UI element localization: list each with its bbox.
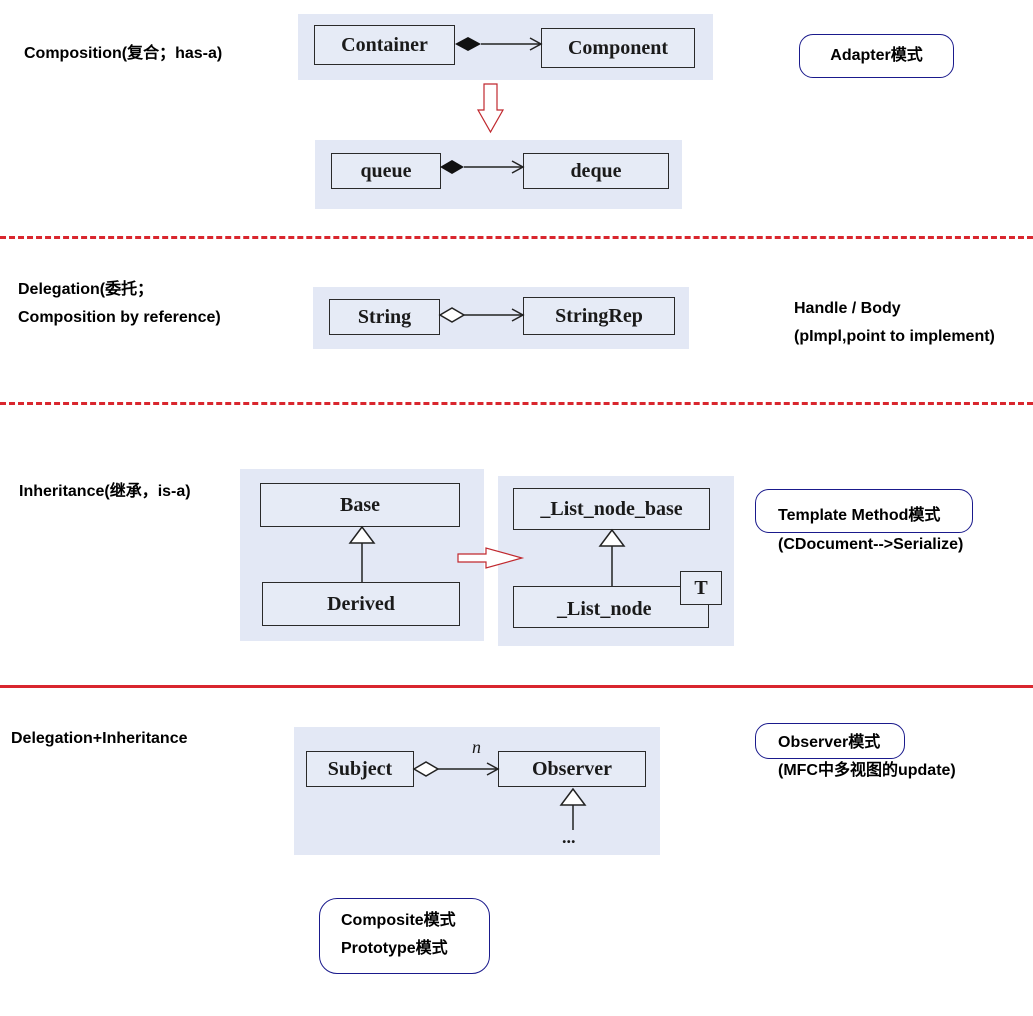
cdocument-serialize-note: (CDocument-->Serialize) [778, 536, 964, 553]
composition-label: Composition(复合；has-a) [24, 45, 223, 62]
container-class-box: Container [314, 25, 455, 65]
observer-pattern-text: Observer模式 [778, 734, 881, 751]
component-class-box: Component [541, 28, 695, 68]
base-class-box: Base [260, 483, 460, 527]
section-divider-1 [0, 236, 1033, 239]
template-method-pattern-pill: Template Method模式 [755, 489, 973, 533]
composite-prototype-pill: Composite模式 Prototype模式 [319, 898, 490, 974]
queue-diagram-panel: queue deque [315, 140, 682, 209]
queue-class-box: queue [331, 153, 441, 189]
adapter-pattern-text: Adapter模式 [830, 47, 923, 64]
multiplicity-label: n [472, 737, 481, 757]
list-node-diagram-panel: _List_node_base _List_node T [498, 476, 734, 646]
observer-diagram-panel: Subject Observer n ... [294, 727, 660, 855]
adapter-pattern-pill: Adapter模式 [799, 34, 954, 78]
template-param-box: T [680, 571, 722, 605]
list-node-class-box: _List_node [513, 586, 709, 628]
mfc-update-note: (MFC中多视图的update) [778, 762, 956, 779]
ellipsis-label: ... [562, 827, 576, 847]
subject-class-box: Subject [306, 751, 414, 787]
delegation-label-line2: Composition by reference) [18, 309, 221, 326]
stringrep-class-box: StringRep [523, 297, 675, 335]
delegation-diagram-panel: String StringRep [313, 287, 689, 349]
list-node-base-class-box: _List_node_base [513, 488, 710, 530]
prototype-pattern-text: Prototype模式 [341, 940, 448, 957]
delegation-inheritance-label: Delegation+Inheritance [11, 730, 188, 747]
composite-pattern-text: Composite模式 [341, 912, 456, 929]
derived-class-box: Derived [262, 582, 460, 626]
observer-class-box: Observer [498, 751, 646, 787]
template-method-pattern-text: Template Method模式 [778, 507, 941, 524]
deque-class-box: deque [523, 153, 669, 189]
base-derived-diagram-panel: Base Derived [240, 469, 484, 641]
down-arrow-icon [476, 83, 505, 134]
handle-body-note: Handle / Body [794, 300, 901, 317]
composition-diagram-panel: Container Component [298, 14, 713, 80]
delegation-label-line1: Delegation(委托； [18, 281, 154, 298]
observer-pattern-pill: Observer模式 [755, 723, 905, 759]
section-divider-2 [0, 402, 1033, 405]
pimpl-note: (pImpl,point to implement) [794, 328, 995, 345]
inheritance-label: Inheritance(继承，is-a) [19, 483, 191, 500]
string-class-box: String [329, 299, 440, 335]
section-divider-3 [0, 685, 1033, 688]
